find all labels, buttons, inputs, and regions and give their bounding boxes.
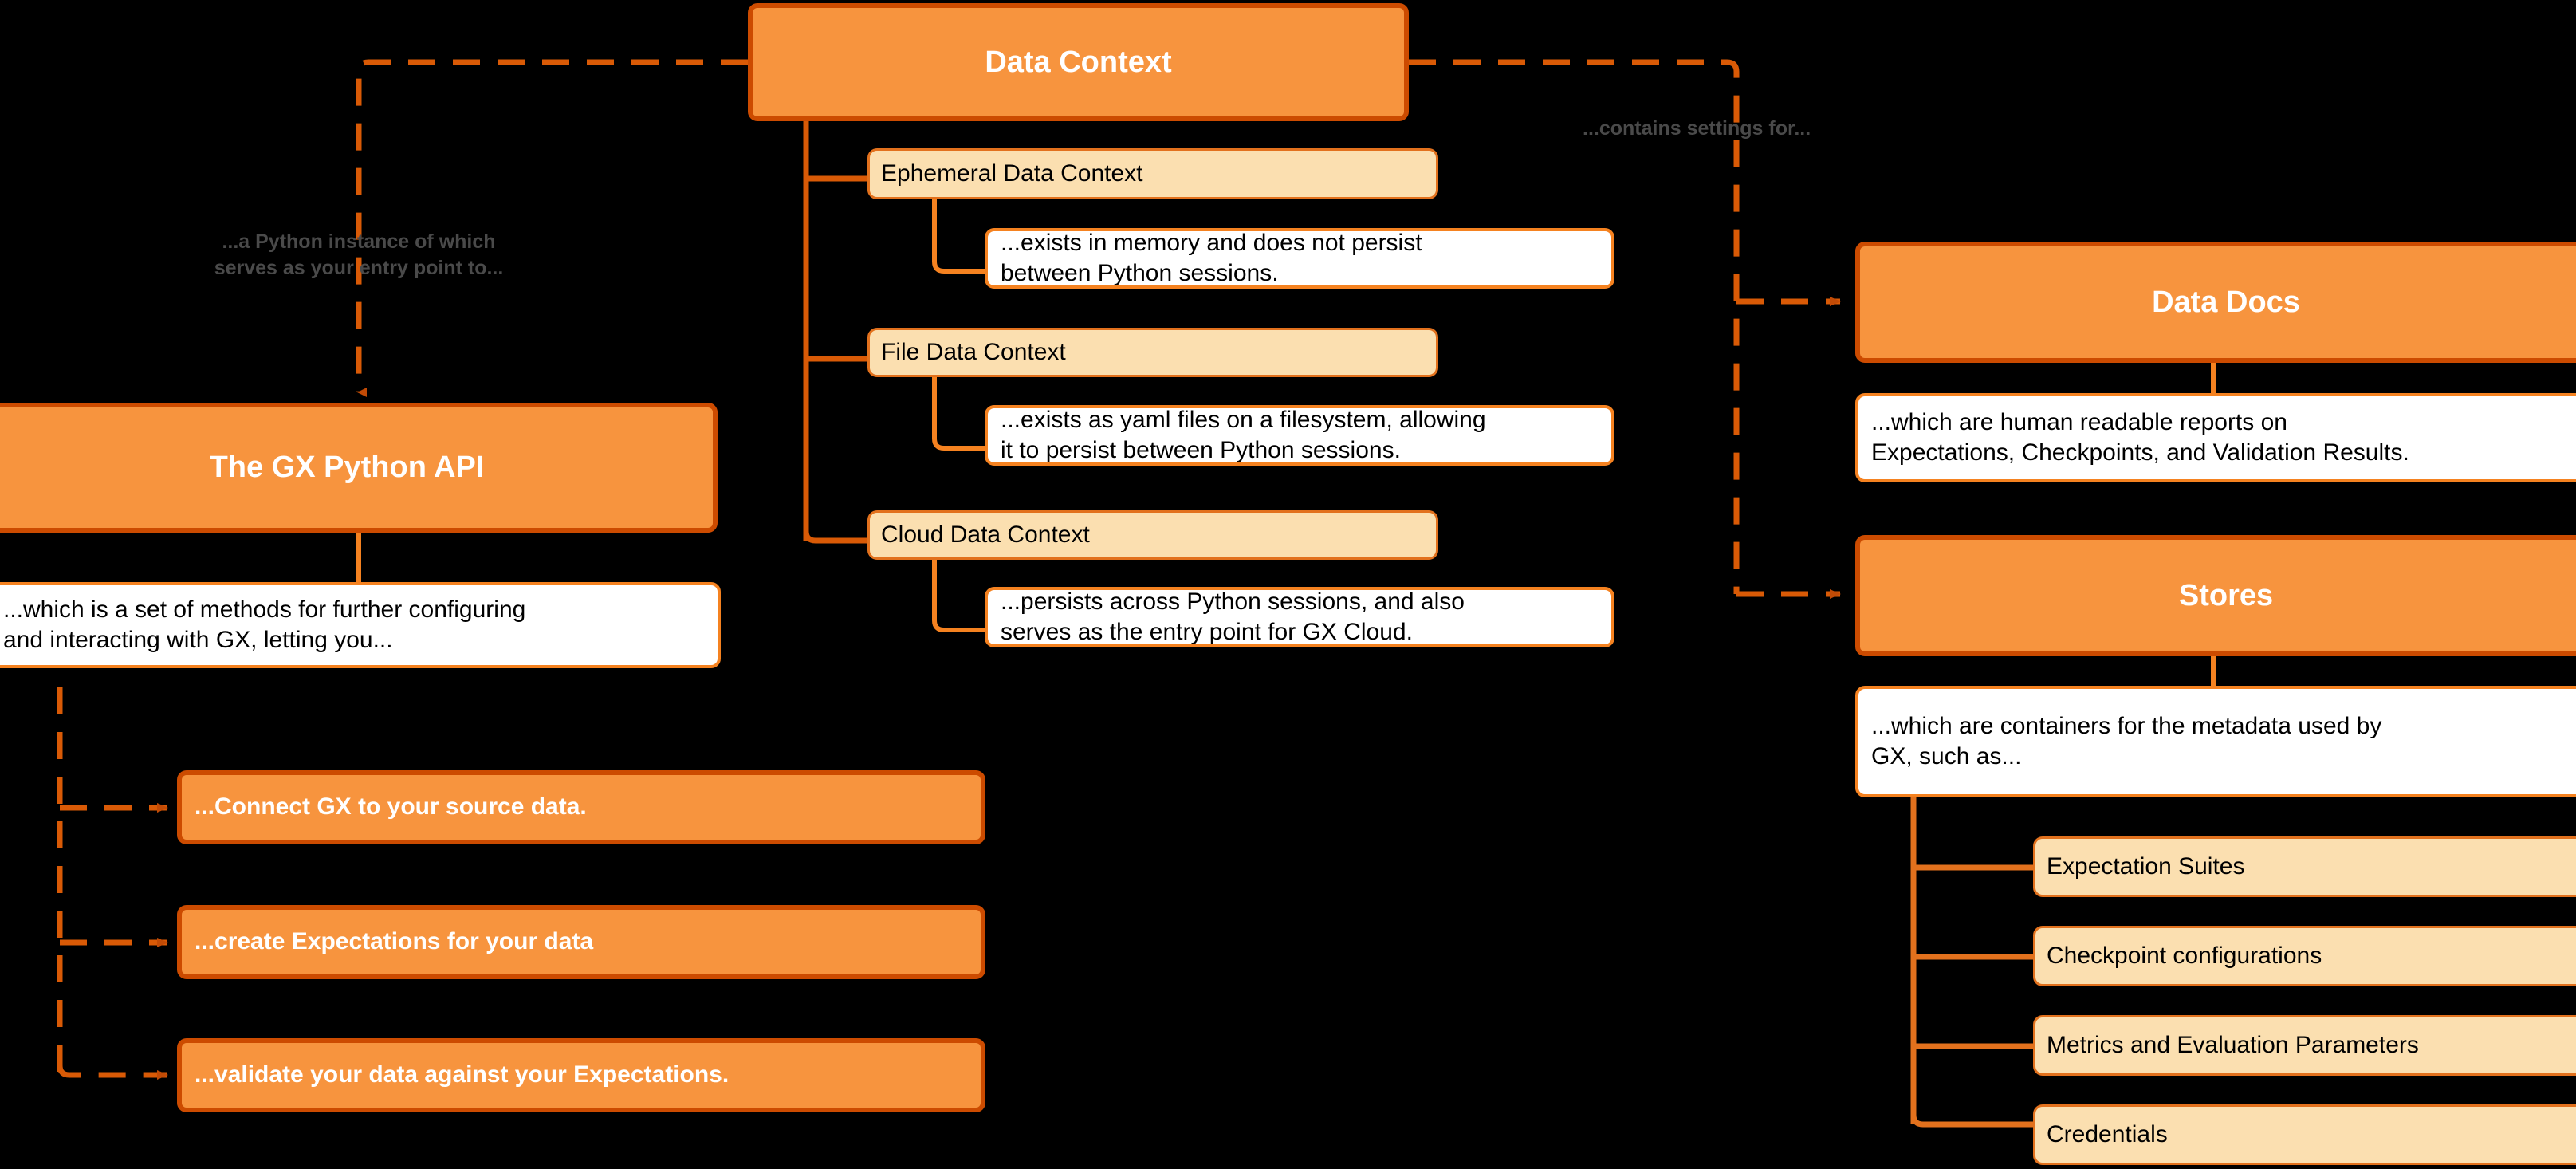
node-store-checkpoint-configurations[interactable]: Checkpoint configurations xyxy=(2033,926,2576,986)
note-ephemeral-data-context-text: ...exists in memory and does not persist… xyxy=(1001,229,1422,286)
note-gx-python-api-text: ...which is a set of methods for further… xyxy=(3,596,526,653)
edge-label-python-api: ...a Python instance of which serves as … xyxy=(214,230,504,279)
edge-cloud-to-note xyxy=(932,558,985,632)
node-stores[interactable]: Stores xyxy=(1855,535,2576,656)
note-stores-text: ...which are containers for the metadata… xyxy=(1871,712,2382,769)
note-stores: ...which are containers for the metadata… xyxy=(1855,686,2576,797)
edge-file-to-note xyxy=(932,376,985,451)
node-action-create-expectations[interactable]: ...create Expectations for your data xyxy=(177,905,985,979)
node-data-context[interactable]: Data Context xyxy=(748,3,1409,121)
node-store-expectation-suites[interactable]: Expectation Suites xyxy=(2033,836,2576,897)
note-file-data-context: ...exists as yaml files on a filesystem,… xyxy=(985,405,1614,466)
node-file-data-context-label: File Data Context xyxy=(881,338,1066,365)
node-action-create-expectations-label: ...create Expectations for your data xyxy=(195,928,594,955)
note-data-docs: ...which are human readable reports on E… xyxy=(1855,393,2576,482)
note-gx-python-api: ...which is a set of methods for further… xyxy=(0,582,721,668)
node-store-credentials[interactable]: Credentials xyxy=(2033,1104,2576,1165)
edge-to-credentials xyxy=(1910,1114,2033,1128)
node-ephemeral-data-context-label: Ephemeral Data Context xyxy=(881,159,1143,187)
node-data-docs-label: Data Docs xyxy=(2152,285,2300,319)
node-store-metrics-evaluation-parameters[interactable]: Metrics and Evaluation Parameters xyxy=(2033,1015,2576,1076)
node-data-docs[interactable]: Data Docs xyxy=(1855,242,2576,363)
node-action-connect-source-data[interactable]: ...Connect GX to your source data. xyxy=(177,770,985,844)
node-data-context-label: Data Context xyxy=(985,45,1172,79)
edge-label-contains-settings: ...contains settings for... xyxy=(1583,117,1811,140)
edge-datacontext-right-trunk xyxy=(1409,59,1740,594)
note-cloud-data-context-text: ...persists across Python sessions, and … xyxy=(1001,588,1465,645)
edge-to-action-validate xyxy=(57,1065,168,1080)
node-store-metrics-evaluation-parameters-label: Metrics and Evaluation Parameters xyxy=(2047,1031,2419,1058)
edge-to-cloud xyxy=(803,530,867,544)
node-gx-python-api[interactable]: The GX Python API xyxy=(0,403,718,533)
node-action-validate-data-label: ...validate your data against your Expec… xyxy=(195,1061,730,1088)
edge-datacontext-to-python-api xyxy=(356,59,748,397)
node-store-credentials-label: Credentials xyxy=(2047,1120,2168,1147)
note-file-data-context-text: ...exists as yaml files on a filesystem,… xyxy=(1001,406,1486,463)
node-cloud-data-context[interactable]: Cloud Data Context xyxy=(867,510,1438,560)
edge-ephemeral-to-note xyxy=(932,199,985,274)
node-stores-label: Stores xyxy=(2178,578,2274,612)
note-data-docs-text: ...which are human readable reports on E… xyxy=(1871,408,2409,466)
node-file-data-context[interactable]: File Data Context xyxy=(867,328,1438,377)
node-store-checkpoint-configurations-label: Checkpoint configurations xyxy=(2047,942,2322,969)
node-cloud-data-context-label: Cloud Data Context xyxy=(881,521,1090,548)
node-action-validate-data[interactable]: ...validate your data against your Expec… xyxy=(177,1038,985,1112)
node-gx-python-api-label: The GX Python API xyxy=(209,451,485,485)
note-ephemeral-data-context: ...exists in memory and does not persist… xyxy=(985,228,1614,289)
note-cloud-data-context: ...persists across Python sessions, and … xyxy=(985,587,1614,647)
node-store-expectation-suites-label: Expectation Suites xyxy=(2047,852,2245,880)
node-ephemeral-data-context[interactable]: Ephemeral Data Context xyxy=(867,148,1438,199)
node-action-connect-source-data-label: ...Connect GX to your source data. xyxy=(195,793,587,821)
